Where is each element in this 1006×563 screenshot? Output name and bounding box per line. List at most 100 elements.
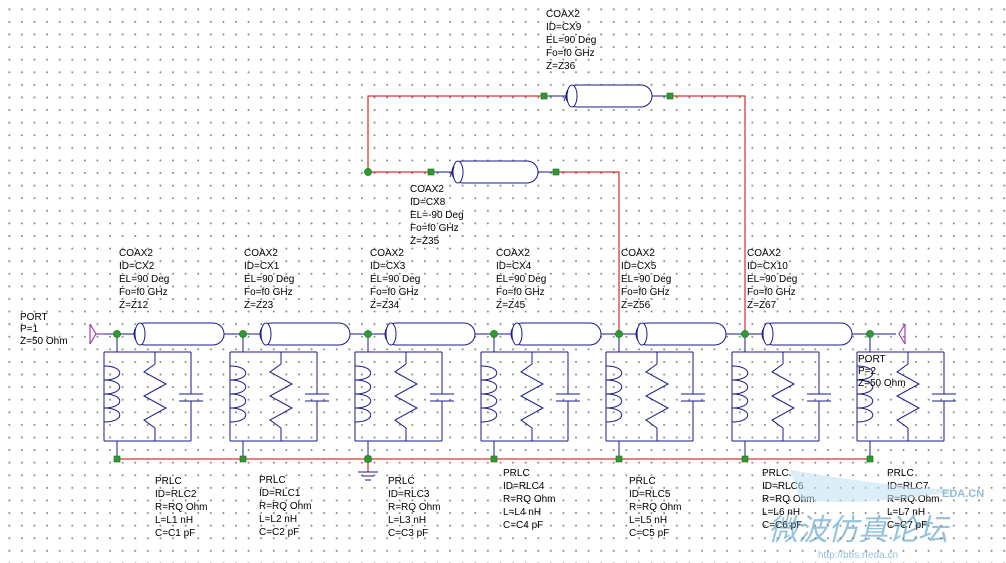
coax-cx1-id: ID=CX1	[244, 261, 280, 272]
port-1-impedance: Z=50 Ohm	[20, 336, 68, 347]
coax-cx1-type: COAX2	[244, 248, 278, 259]
coax-cx9-label: COAX2 ID=CX9 EL=90 Deg Fo=f0 GHz Z=Z36	[546, 9, 596, 72]
prlc-rlc1-label: PRLC ID=RLC1 R=RQ Ohm L=L2 nH C=C2 pF	[259, 475, 312, 538]
port-1-number: P=1	[20, 324, 39, 335]
junction-node-top-1	[113, 330, 121, 338]
prlc-rlc1-body[interactable]	[229, 334, 329, 459]
prlc-rlc4-type: PRLC	[503, 468, 530, 479]
prlc-rlc7-inductance: L=L7 nH	[887, 507, 925, 518]
port-2-label: PORT P=2 Z=50 Ohm	[858, 354, 906, 389]
prlc-rlc5-resistance: R=RQ Ohm	[629, 502, 682, 513]
coax-cx3-frequency: Fo=f0 GHz	[370, 287, 419, 298]
prlc-rlc5-capacitance: C=C5 pF	[629, 528, 669, 539]
prlc-rlc2-inductance: L=L1 nH	[155, 515, 193, 526]
coax-cx5-id: ID=CX5	[621, 261, 657, 272]
prlc-rlc6-capacitance: C=C6 pF	[762, 520, 802, 531]
prlc-rlc7-resistance: R=RQ Ohm	[887, 494, 940, 505]
prlc-rlc7-capacitance: C=C7 pF	[887, 520, 927, 531]
prlc-rlc3-body[interactable]	[354, 334, 454, 459]
coax-cx9-frequency: Fo=f0 GHz	[546, 48, 595, 59]
watermark: EDA.CN 微波仿真论坛 http://bbs.rfeda.cn	[768, 470, 984, 561]
coax-cx2-id: ID=CX2	[119, 261, 155, 272]
coax-cx1-impedance: Z=Z23	[244, 300, 274, 311]
prlc-rlc3-resistance: R=RQ Ohm	[388, 502, 441, 513]
junction-node-ground-1	[113, 455, 121, 463]
coax-cx5-body[interactable]	[635, 322, 727, 346]
watermark-url: http://bbs.rfeda.cn	[818, 550, 898, 561]
junction-node-top-3	[364, 330, 372, 338]
coax-cx8-label: COAX2 ID=CX8 EL=-90 Deg Fo=f0 GHz Z=Z35	[410, 184, 464, 247]
junction-node-top-6	[741, 330, 749, 338]
coax-cx2-length: EL=90 Deg	[119, 274, 169, 285]
prlc-rlc5-inductance: L=L5 nH	[629, 515, 667, 526]
coax-cx9-id: ID=CX9	[546, 22, 582, 33]
coax-cx3-label: COAX2 ID=CX3 EL=90 Deg Fo=f0 GHz Z=Z34	[370, 248, 420, 311]
prlc-rlc4-inductance: L=L4 nH	[503, 507, 541, 518]
coax-cx8-body[interactable]	[427, 160, 560, 184]
prlc-rlc1-resistance: R=RQ Ohm	[259, 501, 312, 512]
coax-cx9-impedance: Z=Z36	[546, 61, 576, 72]
coax-cx9-body[interactable]	[540, 84, 674, 108]
prlc-rlc2-body[interactable]	[103, 334, 203, 459]
coax-main-group	[133, 322, 853, 346]
junction-node-ground-5	[615, 455, 623, 463]
prlc-rlc4-body[interactable]	[480, 334, 580, 459]
coax-cx10-body[interactable]	[761, 322, 853, 346]
coax-cx1-label: COAX2 ID=CX1 EL=90 Deg Fo=f0 GHz Z=Z23	[244, 248, 294, 311]
coax-cx8-id: ID=CX8	[410, 197, 446, 208]
prlc-rlc5-type: PRLC	[629, 476, 656, 487]
coax-cx2-body[interactable]	[133, 322, 225, 346]
prlc-rlc3-capacitance: C=C3 pF	[388, 528, 428, 539]
coax-cx4-type: COAX2	[496, 248, 530, 259]
coax-cx4-impedance: Z=Z45	[496, 300, 526, 311]
junction-node-top-5	[615, 330, 623, 338]
prlc-rlc4-capacitance: C=C4 pF	[503, 520, 543, 531]
port-2-impedance: Z=50 Ohm	[858, 378, 906, 389]
shunt-group	[103, 334, 956, 459]
coax-cx2-impedance: Z=Z12	[119, 300, 149, 311]
watermark-site-tag: EDA.CN	[942, 488, 984, 500]
prlc-rlc4-id: ID=RLC4	[503, 481, 545, 492]
coax-cx8-length: EL=-90 Deg	[410, 210, 464, 221]
coax-cx3-impedance: Z=Z34	[370, 300, 400, 311]
coax-cx8-frequency: Fo=f0 GHz	[410, 223, 459, 234]
prlc-rlc6-label: PRLC ID=RLC6 R=RQ Ohm L=L6 nH C=C6 pF	[762, 468, 815, 531]
prlc-rlc4-label: PRLC ID=RLC4 R=RQ Ohm L=L4 nH C=C4 pF	[503, 468, 556, 531]
prlc-rlc1-inductance: L=L2 nH	[259, 514, 297, 525]
prlc-rlc6-body[interactable]	[731, 334, 831, 459]
junction-node-ground-4	[490, 455, 498, 463]
coax-cx3-length: EL=90 Deg	[370, 274, 420, 285]
prlc-rlc6-id: ID=RLC6	[762, 481, 804, 492]
prlc-rlc6-type: PRLC	[762, 468, 789, 479]
prlc-rlc1-type: PRLC	[259, 475, 286, 486]
port-1-symbol[interactable]	[89, 323, 104, 345]
coax-cx5-type: COAX2	[621, 248, 655, 259]
junction-node-top-4	[490, 330, 498, 338]
coax-cx9-type: COAX2	[546, 9, 580, 20]
prlc-rlc4-resistance: R=RQ Ohm	[503, 494, 556, 505]
coax-cx1-body[interactable]	[259, 322, 351, 346]
junction-node-top-2	[239, 330, 247, 338]
coax-cx9-length: EL=90 Deg	[546, 35, 596, 46]
junction-node-ground-tap	[364, 455, 372, 463]
coax-cx8-impedance: Z=Z35	[410, 236, 440, 247]
prlc-rlc3-label: PRLC ID=RLC3 R=RQ Ohm L=L3 nH C=C3 pF	[388, 476, 441, 539]
prlc-rlc2-capacitance: C=C1 pF	[155, 528, 195, 539]
coax-cx3-type: COAX2	[370, 248, 404, 259]
coax-cx3-body[interactable]	[384, 322, 476, 346]
coax-cx10-frequency: Fo=f0 GHz	[747, 287, 796, 298]
coax-cx10-id: ID=CX10	[747, 261, 788, 272]
coax-cx2-frequency: Fo=f0 GHz	[119, 287, 168, 298]
prlc-rlc7-body[interactable]	[856, 334, 956, 459]
coax-cx5-length: EL=90 Deg	[621, 274, 671, 285]
prlc-rlc1-capacitance: C=C2 pF	[259, 527, 299, 538]
prlc-rlc6-inductance: L=L6 nH	[762, 507, 800, 518]
coax-cx8-type: COAX2	[410, 184, 444, 195]
coax-cx4-body[interactable]	[510, 322, 602, 346]
prlc-rlc5-body[interactable]	[605, 334, 705, 459]
coax-cx5-frequency: Fo=f0 GHz	[621, 287, 670, 298]
coax-cx1-length: EL=90 Deg	[244, 274, 294, 285]
junction-node-top-7	[866, 330, 874, 338]
port-2-symbol[interactable]	[898, 323, 906, 345]
